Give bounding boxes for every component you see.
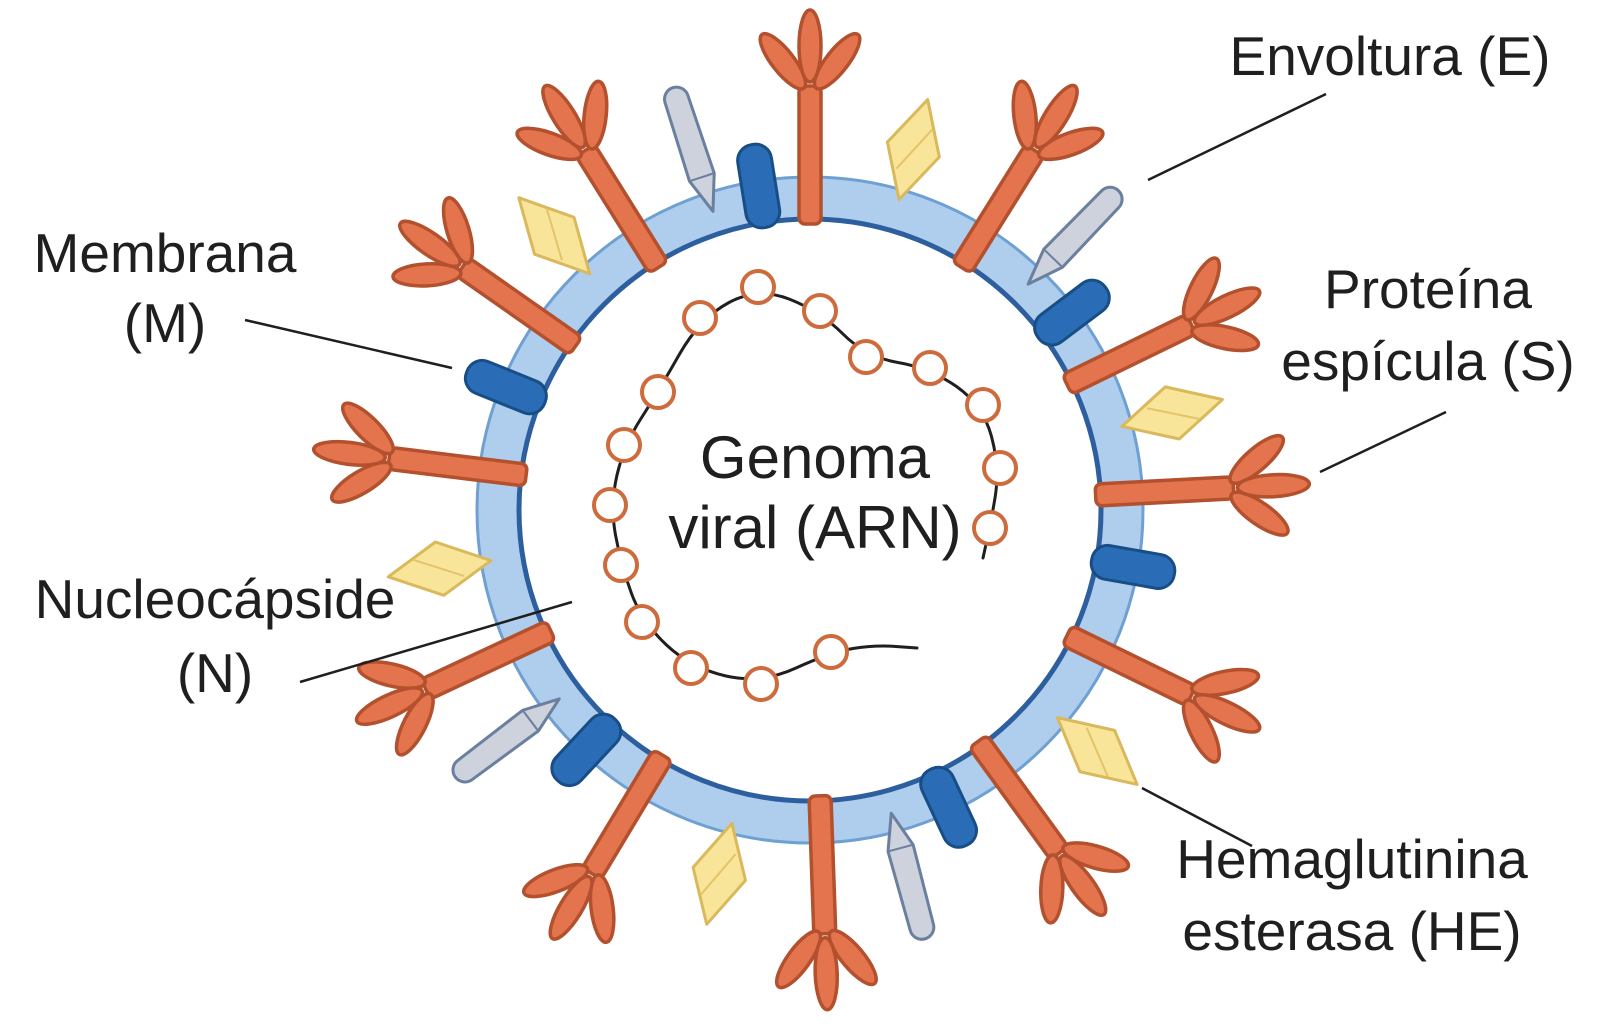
rna-bead <box>965 387 1001 423</box>
rna-bead <box>640 374 676 410</box>
spike-protein <box>391 196 582 355</box>
genome-label-line1: Genoma <box>700 424 931 491</box>
rna-bead <box>802 293 838 329</box>
membrane-protein <box>736 142 782 230</box>
nucleocapside-pointer-line <box>299 600 573 684</box>
spike-protein <box>952 79 1105 273</box>
hemagglutinin-esterase <box>517 196 592 276</box>
spike-protein <box>311 401 529 504</box>
rna-bead <box>912 350 948 386</box>
membrane-protein <box>550 712 623 788</box>
virus: Genoma viral (ARN) <box>311 8 1312 1012</box>
envelope-protein <box>663 85 716 213</box>
hemagglutinin-esterase <box>1120 385 1224 441</box>
membrana-pointer-line <box>244 318 453 370</box>
spike-protein <box>354 621 556 757</box>
membrane-protein <box>1033 278 1111 347</box>
label-hemaglutinina-line1: Hemaglutinina <box>1176 828 1528 890</box>
surface-proteins <box>311 8 1312 1012</box>
spike-protein <box>521 749 672 945</box>
envelope-protein <box>886 811 936 941</box>
rna-bead <box>740 269 776 305</box>
label-nucleocapside-line1: Nucleocápside <box>35 568 396 630</box>
rna-bead <box>624 604 660 640</box>
rna-bead <box>606 427 642 463</box>
label-membrana-line1: Membrana <box>34 222 297 284</box>
spike-protein <box>774 793 878 1012</box>
hemagglutinin-esterase <box>691 821 747 926</box>
nucleocapsid <box>592 269 1018 702</box>
spike-protein <box>1062 256 1262 395</box>
rna-bead <box>592 487 628 523</box>
label-proteina-line1: Proteína <box>1324 258 1532 320</box>
label-membrana-line2: (M) <box>124 292 206 354</box>
spike-protein <box>1062 625 1262 764</box>
spike-protein <box>515 79 668 273</box>
proteina-pointer-line <box>1319 410 1447 474</box>
envelope-protein <box>451 697 561 784</box>
hemaglutinina-pointer-line <box>1141 786 1253 848</box>
hemagglutinin-esterase <box>386 540 493 597</box>
label-hemaglutinina-line2: esterasa (HE) <box>1182 900 1521 962</box>
rna-bead <box>603 547 639 583</box>
membrane-protein <box>1089 543 1177 590</box>
rna-bead <box>813 634 849 670</box>
label-envoltura: Envoltura (E) <box>1230 25 1551 87</box>
membrane-protein <box>463 358 548 416</box>
membrane-protein <box>919 765 979 849</box>
rna-bead <box>682 300 718 336</box>
label-proteina-line2: espícula (S) <box>1281 330 1574 392</box>
spike-protein <box>758 8 862 226</box>
label-nucleocapside-line2: (N) <box>177 642 253 704</box>
envelope-protein <box>1026 185 1124 286</box>
genome-label-line2: viral (ARN) <box>668 494 961 561</box>
rna-bead <box>972 510 1008 546</box>
spike-protein <box>969 735 1131 925</box>
hemagglutinin-esterase <box>885 98 941 202</box>
hemagglutinin-esterase <box>1055 716 1139 786</box>
envoltura-pointer-line <box>1147 92 1327 182</box>
rna-bead <box>982 450 1018 486</box>
rna-bead <box>673 650 709 686</box>
rna-bead <box>848 339 884 375</box>
callout-labels: Envoltura (E) Membrana (M) Proteína espí… <box>34 25 1575 962</box>
rna-bead <box>743 666 779 702</box>
spike-protein <box>1093 433 1312 537</box>
